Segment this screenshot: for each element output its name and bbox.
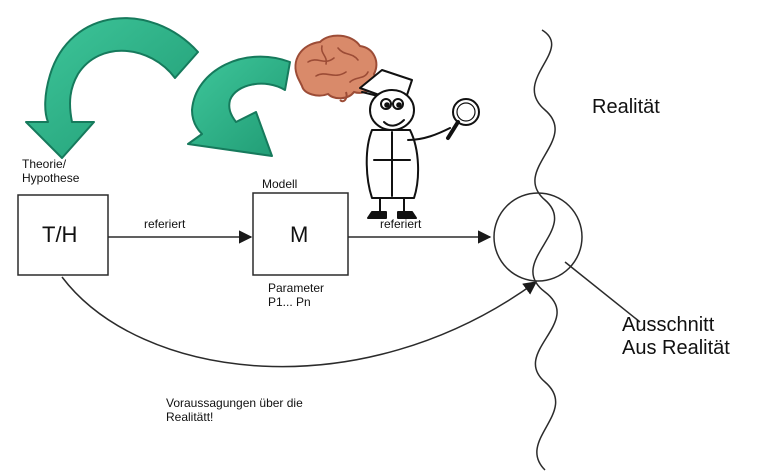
reality-excerpt-line2: Aus Realität [622,337,730,359]
reality-boundary-wave [532,29,558,471]
theory-caption-line2: Hypothese [22,171,80,185]
green-curved-arrow-theory [25,17,199,159]
edge-label-model-reality: referiert [380,217,422,231]
reality-excerpt-line1: Ausschnitt [622,314,715,336]
green-curved-arrow-model [187,55,291,157]
brain-icon [294,34,378,103]
reality-title: Realität [592,96,660,118]
theory-box-label: T/H [42,222,78,247]
prediction-text-line1: Voraussagungen über die [166,396,303,410]
excerpt-pointer-line [564,261,641,323]
model-box [252,192,349,276]
model-caption: Modell [262,177,298,191]
detective-magnifier-icon [359,69,480,219]
theory-caption-line1: Theorie/ [22,157,67,171]
edge-label-th-model: referiert [144,217,186,231]
model-box-label: M [290,222,309,247]
prediction-text-line2: Realitätt! [166,410,214,424]
arrow-prediction-curve [61,276,538,368]
model-parameter-line1: Parameter [268,281,325,295]
model-parameter-line2: P1... Pn [268,295,311,309]
reality-excerpt-circle [493,192,583,282]
theory-box [17,194,109,276]
